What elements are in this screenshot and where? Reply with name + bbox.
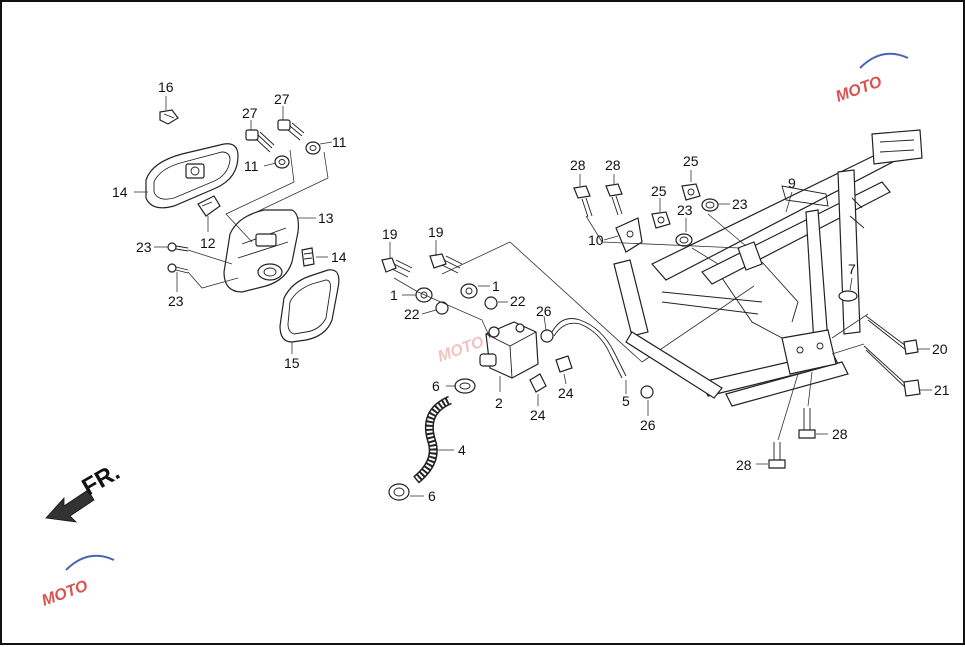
label-24a: 24	[530, 407, 546, 423]
label-5: 5	[622, 393, 630, 409]
label-2: 2	[495, 395, 503, 411]
spacer-23-a	[701, 198, 719, 212]
clip-16	[159, 109, 179, 125]
bolt-20	[865, 315, 919, 355]
watermark-top: MOTO	[834, 52, 909, 106]
label-19a: 19	[382, 226, 398, 242]
washer-22-b	[484, 296, 498, 310]
label-22b: 22	[510, 293, 526, 309]
nut-25-a	[681, 183, 701, 201]
pad-15	[279, 269, 340, 343]
label-27b: 27	[274, 91, 290, 107]
front-direction-marker: FR.	[45, 458, 124, 523]
clamp-6-b	[388, 483, 410, 501]
label-19b: 19	[428, 224, 444, 240]
bracket-12	[197, 195, 221, 217]
label-28b: 28	[605, 157, 621, 173]
label-23c: 23	[732, 196, 748, 212]
watermark-text-top: MOTO	[834, 73, 885, 105]
clamp-6-a	[454, 378, 476, 394]
collar-1-b	[460, 283, 478, 299]
label-21: 21	[934, 382, 950, 398]
label-23d: 23	[677, 202, 693, 218]
bolt-27-left	[245, 129, 275, 153]
label-20: 20	[932, 341, 948, 357]
label-27a: 27	[242, 105, 258, 121]
side-cover-13	[223, 209, 299, 293]
bolt-28-d	[768, 442, 786, 469]
bolt-19-b	[429, 253, 463, 274]
label-26a: 26	[536, 303, 552, 319]
label-28a: 28	[570, 157, 586, 173]
bolt-28-b	[605, 183, 623, 216]
grommet-11-b	[305, 141, 321, 155]
fuel-valve-2	[479, 321, 539, 379]
label-25a: 25	[683, 153, 699, 169]
label-11a: 11	[244, 158, 259, 174]
label-22a: 22	[404, 306, 420, 322]
side-cover-14	[145, 143, 239, 209]
label-11b: 11	[332, 134, 347, 150]
bolt-21	[863, 345, 921, 397]
bolt-28-c	[798, 408, 816, 439]
label-28c: 28	[832, 426, 848, 442]
label-23a: 23	[136, 239, 152, 255]
label-24b: 24	[558, 385, 574, 401]
hose-4	[413, 395, 452, 484]
watermark-bottom: MOTO	[40, 554, 115, 610]
frame-9	[613, 129, 923, 407]
label-25b: 25	[651, 183, 667, 199]
cap-24-a	[529, 373, 547, 393]
label-15: 15	[284, 355, 300, 371]
washer-22-a	[435, 301, 449, 315]
label-1a: 1	[390, 287, 398, 303]
label-13: 13	[318, 210, 334, 226]
label-6a: 6	[432, 378, 440, 394]
callout-labels: 16 27 27 11 11 14 12 13 23 23 14 15 19 1…	[112, 79, 950, 504]
fitting-26-a	[540, 329, 554, 343]
bolt-27-right	[277, 119, 305, 141]
bolt-19-a	[381, 257, 413, 278]
label-14a: 14	[112, 184, 128, 200]
grommet-14	[301, 247, 315, 267]
logo-icon	[859, 52, 909, 69]
bracket-10	[615, 217, 643, 253]
label-10: 10	[588, 232, 604, 248]
spacer-23-b	[675, 233, 693, 247]
bolt-23-b	[167, 263, 189, 274]
label-12: 12	[200, 235, 216, 251]
label-23b: 23	[168, 293, 184, 309]
watermark-mid: MOTO	[436, 333, 487, 365]
nut-25-b	[651, 211, 671, 229]
grommet-7	[838, 290, 858, 302]
logo-icon	[65, 554, 115, 571]
label-28d: 28	[736, 457, 752, 473]
hose-5	[551, 318, 627, 379]
label-16: 16	[158, 79, 174, 95]
label-7: 7	[848, 261, 856, 277]
label-6b: 6	[428, 488, 436, 504]
label-1b: 1	[492, 278, 500, 294]
cap-24-b	[555, 355, 573, 373]
fitting-26-b	[640, 385, 654, 399]
label-26b: 26	[640, 417, 656, 433]
label-9: 9	[788, 175, 796, 191]
watermark-text-mid: MOTO	[436, 333, 487, 365]
bolt-28-a	[573, 185, 593, 218]
label-4: 4	[458, 442, 466, 458]
grommet-11-a	[274, 155, 290, 169]
label-14b: 14	[331, 249, 347, 265]
watermark-text-bottom: MOTO	[40, 577, 91, 609]
bolt-23-a	[167, 242, 189, 252]
arrow-icon	[45, 489, 95, 523]
